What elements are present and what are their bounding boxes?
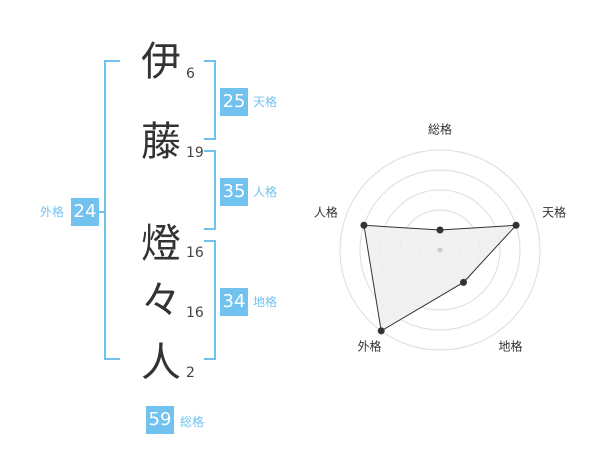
gaikaku-bracket-join xyxy=(96,211,105,213)
stroke-count-2: 19 xyxy=(186,145,204,161)
radar-grid-ring xyxy=(359,169,521,331)
radar-value-area xyxy=(363,224,518,332)
tenkaku-label: 天格 xyxy=(253,95,278,109)
tenkaku-value: 25 xyxy=(220,88,248,116)
chikaku-bracket xyxy=(204,240,216,360)
radar-axis-label: 地格 xyxy=(499,339,523,354)
name-char-5: 人 xyxy=(141,340,181,386)
radar-axis-label: 天格 xyxy=(542,204,566,219)
radar-point xyxy=(360,221,368,229)
gaikaku-value: 24 xyxy=(71,198,99,226)
name-char-2: 藤 xyxy=(141,119,181,165)
radar-axis-label: 人格 xyxy=(314,204,338,219)
jinkaku-value: 35 xyxy=(220,178,248,206)
name-char-4: 々 xyxy=(141,278,181,324)
radar-center-dot xyxy=(437,247,443,253)
radar-point xyxy=(512,221,520,229)
soukaku-label: 総格 xyxy=(180,415,205,429)
stroke-count-3: 16 xyxy=(186,245,204,261)
radar-point xyxy=(460,278,468,286)
radar-axis-label: 外格 xyxy=(357,339,381,354)
chikaku-value: 34 xyxy=(220,288,248,316)
gaikaku-label: 外格 xyxy=(40,205,65,219)
jinkaku-bracket xyxy=(204,150,216,230)
radar-grid-ring xyxy=(339,149,541,351)
chikaku-label: 地格 xyxy=(253,295,278,309)
gaikaku-bracket xyxy=(104,60,120,360)
radar-axis-label: 総格 xyxy=(428,122,452,137)
stroke-count-4: 16 xyxy=(186,305,204,321)
stroke-count-1: 6 xyxy=(186,66,195,82)
stroke-count-5: 2 xyxy=(186,365,195,381)
radar-point xyxy=(436,226,444,234)
soukaku-value: 59 xyxy=(146,406,174,434)
radar-point xyxy=(377,327,385,335)
name-char-1: 伊 xyxy=(141,39,181,85)
name-char-3: 燈 xyxy=(141,221,181,267)
jinkaku-label: 人格 xyxy=(253,185,278,199)
tenkaku-bracket xyxy=(204,60,216,140)
